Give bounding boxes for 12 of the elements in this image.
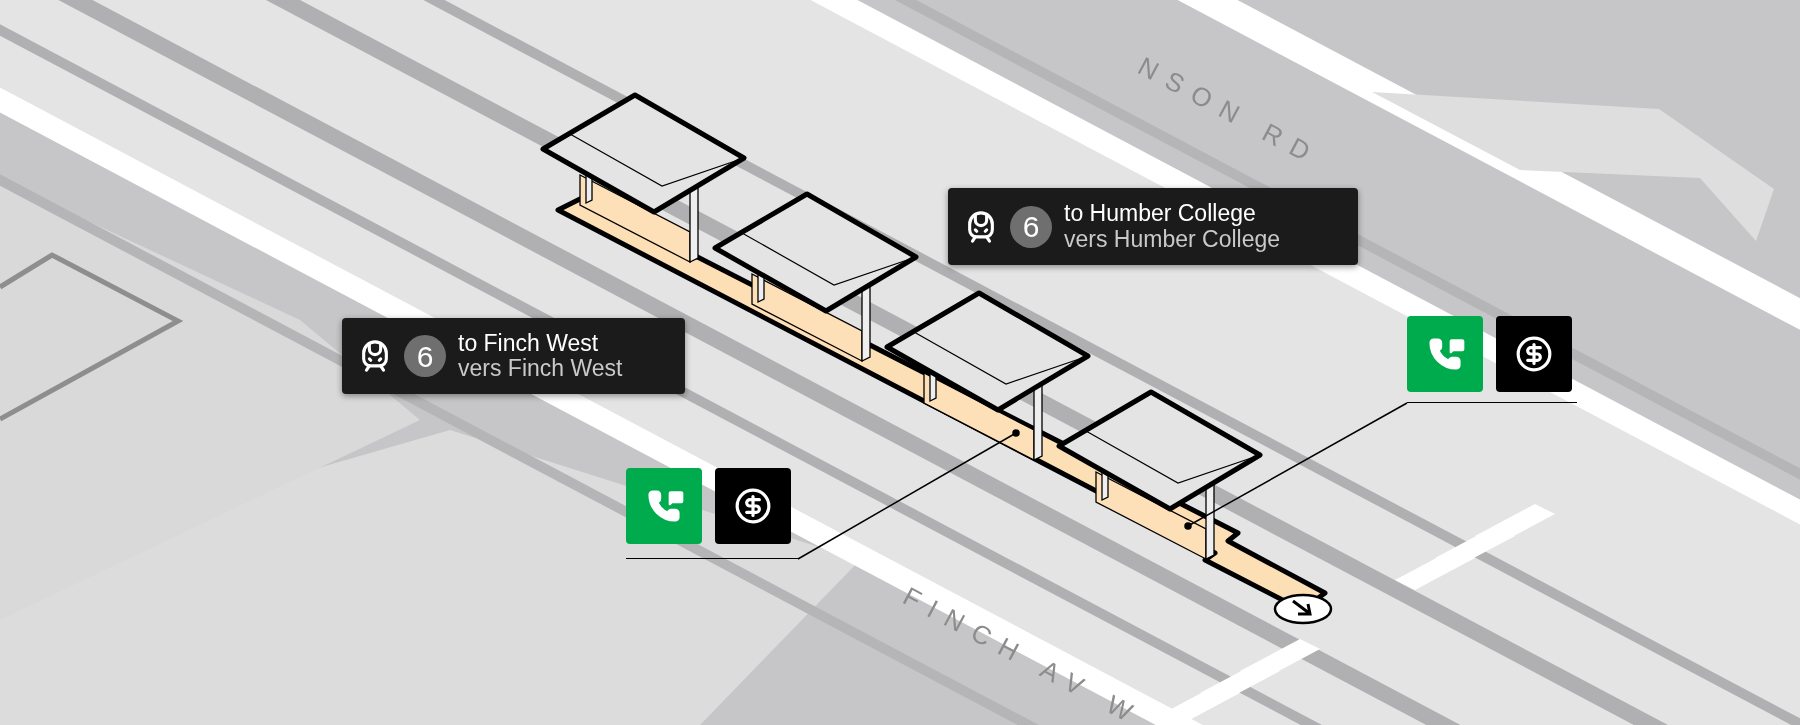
destination-text: to Humber College [1064,201,1257,227]
amenity-icons [1407,316,1577,403]
destination-text-french: vers Finch West [458,356,623,382]
leader-line [797,429,1020,560]
leader-line [1184,402,1408,530]
route-number: 6 [404,335,446,377]
destination-text-french: vers Humber College [1064,226,1281,252]
direction-sign [342,318,685,394]
destination-text: to Finch West [458,330,600,356]
amenity-icons [626,468,798,559]
route-number: 6 [1010,205,1052,248]
direction-sign [948,188,1358,265]
